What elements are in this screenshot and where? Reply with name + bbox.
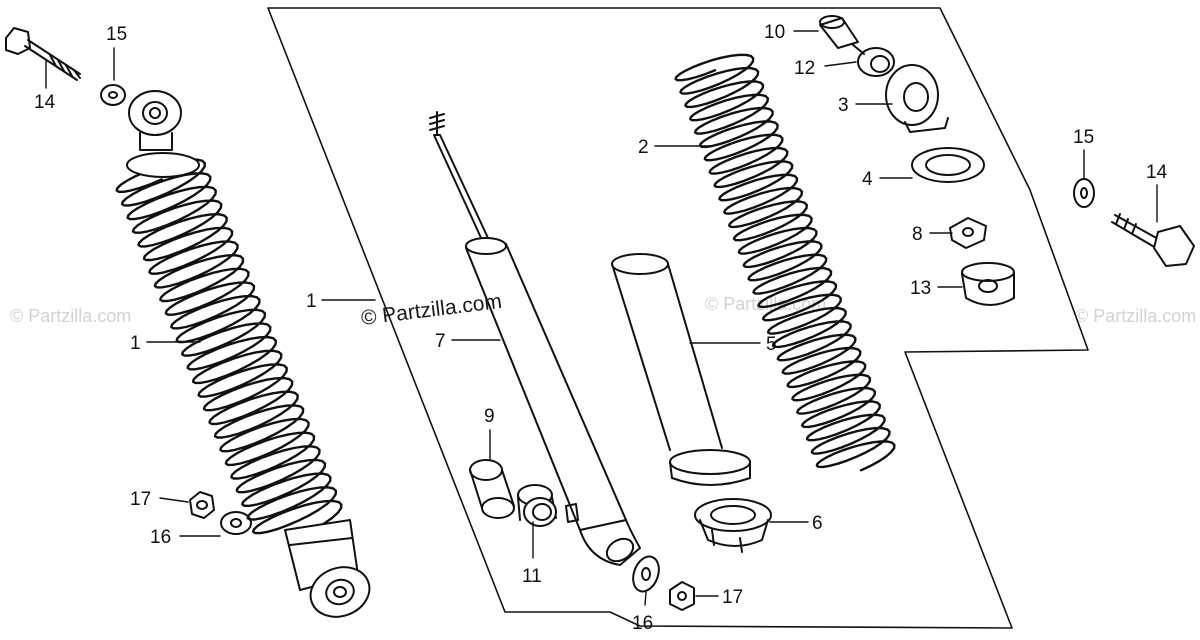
bolt-right-icon — [1111, 213, 1195, 267]
callout-12: 12 — [794, 58, 815, 79]
spring-seat-icon — [911, 147, 985, 183]
callout-4: 4 — [862, 169, 873, 190]
callout-1-middle: 1 — [306, 291, 317, 312]
washer-16-left-icon — [220, 511, 252, 535]
nut-left-icon — [189, 491, 215, 519]
assembled-shock-absorber — [115, 90, 371, 618]
bolt-left-icon — [5, 27, 81, 81]
watermark-left: © Partzilla.com — [10, 306, 131, 326]
callouts: 1 1 2 3 4 5 6 7 8 9 10 11 12 13 14 14 15… — [34, 22, 1168, 634]
watermark-center: © Partzilla.com — [705, 294, 826, 314]
nut-17-bottom-icon — [669, 581, 695, 611]
callout-16-left: 16 — [150, 527, 171, 548]
callout-7: 7 — [435, 331, 446, 352]
callout-3: 3 — [838, 95, 849, 116]
callout-8: 8 — [912, 224, 923, 245]
callout-14-left: 14 — [34, 92, 56, 113]
upper-bushing-icon — [819, 15, 859, 49]
leader-lines — [45, 30, 1158, 606]
callout-13: 13 — [910, 278, 931, 299]
upper-eye-icon — [885, 64, 949, 133]
adjuster-ring-icon — [694, 498, 772, 553]
callout-17-bottom: 17 — [722, 587, 743, 608]
washer-left-icon — [100, 84, 126, 106]
watermark-right: © Partzilla.com — [1075, 306, 1196, 326]
callout-5: 5 — [766, 334, 777, 355]
dust-tube — [611, 253, 751, 486]
cap-13-icon — [961, 262, 1015, 306]
callout-10: 10 — [764, 22, 785, 43]
collar-icon — [851, 43, 895, 77]
callout-15-right: 15 — [1073, 127, 1094, 148]
callout-17-left: 17 — [130, 489, 151, 510]
callout-9: 9 — [484, 406, 495, 427]
shock-spring-coils — [115, 158, 343, 536]
bushing-9-icon — [469, 459, 515, 519]
washer-right-icon — [1073, 178, 1095, 208]
nut-8-icon — [949, 217, 987, 249]
exploded-group-outline — [267, 7, 1089, 629]
callout-6: 6 — [812, 513, 823, 534]
callout-15-left: 15 — [106, 24, 127, 45]
damper-unit — [429, 111, 641, 566]
callout-2: 2 — [638, 137, 649, 158]
washer-16-bottom-icon — [632, 555, 660, 593]
collar-11-icon — [517, 484, 557, 527]
callout-1-left: 1 — [130, 333, 141, 354]
callout-11: 11 — [522, 566, 542, 587]
callout-16-bottom: 16 — [632, 613, 653, 634]
loose-spring-coils — [674, 53, 896, 472]
callout-14-right: 14 — [1146, 162, 1168, 183]
